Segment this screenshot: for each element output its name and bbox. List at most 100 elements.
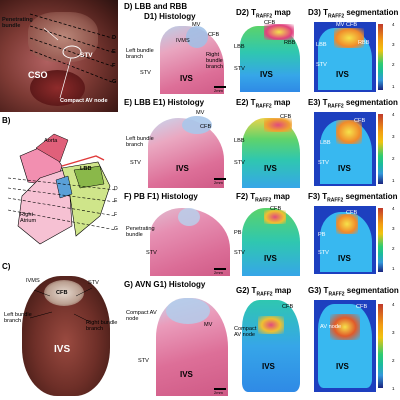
e3-tick-3: 3 [392, 134, 395, 139]
f2-pb: PB [234, 230, 242, 236]
g1-compact-av-node: Compact AV node [126, 310, 157, 322]
g3-segmentation: CFB AV node IVS [306, 296, 386, 396]
g2-map: CFB Compact AV node IVS [234, 296, 304, 396]
f1-histology: Penetrating bundle STV 2mm [126, 202, 232, 276]
e1-mv: MV [196, 110, 205, 116]
e3-title: E3) TRAFF2 segmentation [308, 98, 398, 110]
d1-title: D1) Histology [144, 12, 196, 21]
right-atrium-label: Right Atrium [20, 212, 37, 224]
cut-f-label: F [112, 63, 116, 69]
f3-title: F3) TRAFF2 segmentation [308, 192, 398, 204]
c-ivs-label: IVS [54, 344, 71, 355]
g3-tick-1: 1 [392, 386, 395, 391]
d3-segmentation: MV CFB LBB RBB STV IVS [306, 18, 386, 94]
d3-colorbar [378, 24, 383, 90]
b-cut-d: D [114, 186, 118, 192]
d3-tick-4: 4 [392, 22, 395, 27]
e3-segmentation: CFB LBB STV IVS [306, 108, 386, 188]
g1-histology: Compact AV node MV STV IVS 2mm [126, 292, 232, 398]
f3-tick-1: 1 [392, 266, 395, 271]
g3-colorbar [378, 304, 383, 388]
e1-scale-text: 2mm [214, 180, 223, 185]
d3-stv: STV [316, 62, 327, 68]
e2-ivs: IVS [264, 164, 277, 173]
g1-ivs: IVS [180, 370, 193, 379]
d1-histology: MV CFB IVMS Left bundle branch Right bun… [126, 22, 232, 94]
panel-c-photo: IVMS STV CFB Left bundle branch Right bu… [0, 272, 122, 400]
e3-ivs: IVS [338, 164, 351, 173]
compact-av-node-label: Compact AV node [60, 98, 108, 104]
d1-ivs: IVS [180, 74, 193, 83]
e2-stv: STV [234, 160, 245, 166]
f2-cfb: CFB [270, 206, 282, 212]
b-cut-f: F [114, 212, 118, 218]
g1-scalebar [214, 388, 226, 390]
f3-pb: PB [318, 232, 326, 238]
d1-ivms: IVMS [176, 38, 190, 44]
e1-ivs: IVS [176, 164, 189, 173]
penetrating-bundle-label: Penetrating bundle [2, 17, 33, 29]
g3-tick-2: 2 [392, 358, 395, 363]
g1-stv: STV [138, 358, 149, 364]
e1-stv: STV [130, 160, 141, 166]
d1-scale-text: 2mm [214, 88, 223, 93]
e1-cfb: CFB [200, 124, 212, 130]
e1-left-bundle: Left bundle branch [126, 136, 154, 148]
d3-lbb: LBB [316, 42, 327, 48]
e2-cfb: CFB [280, 114, 292, 120]
row-f-title: F) PB F1) Histology [124, 192, 198, 201]
panel-b-letter: B) [2, 116, 11, 125]
g2-ivs: IVS [262, 362, 275, 371]
e2-title: E2) TRAFF2 map [236, 98, 291, 110]
f1-scalebar [214, 268, 226, 270]
d3-ivs: IVS [336, 70, 349, 79]
e3-tick-4: 4 [392, 112, 395, 117]
d3-title: D3) TRAFF2 segmentation [308, 8, 399, 20]
f3-tick-4: 4 [392, 206, 395, 211]
lbb-label: LBB [80, 166, 92, 172]
e3-colorbar [378, 114, 383, 184]
g3-cfb: CFB [356, 304, 368, 310]
d1-mv: MV [192, 22, 201, 28]
c-stv-label: STV [88, 280, 99, 286]
d2-map: CFB LBB RBB STV IVS [234, 18, 304, 94]
g3-ivs: IVS [336, 362, 349, 371]
e2-map: CFB LBB STV IVS [234, 108, 304, 188]
d3-tick-1: 1 [392, 84, 395, 89]
b-cut-g: G [114, 226, 118, 232]
f3-ivs: IVS [338, 254, 351, 263]
row-g-title: G) AVN G1) Histology [124, 280, 206, 289]
c-right-bundle-label: Right bundle branch [86, 320, 118, 332]
d2-stv: STV [234, 66, 245, 72]
aorta-label: Aorta [44, 138, 58, 144]
d1-scalebar [214, 86, 226, 88]
g3-title: G3) TRAFF2 segmentation [308, 286, 399, 298]
f3-tick-3: 3 [392, 226, 395, 231]
e3-tick-2: 2 [392, 156, 395, 161]
d3-rbb: RBB [358, 40, 370, 46]
row-d-title: D) LBB and RBB [124, 2, 188, 11]
f2-stv: STV [234, 250, 245, 256]
g1-scale-text: 2mm [214, 390, 223, 395]
f3-colorbar [378, 208, 383, 272]
g1-mv: MV [204, 322, 213, 328]
f1-scale-text: 2mm [214, 270, 223, 275]
cut-d-label: D [112, 35, 117, 41]
d1-cfb: CFB [208, 32, 220, 38]
d2-ivs: IVS [260, 70, 273, 79]
g3-av-node: AV node [320, 324, 342, 330]
c-ivms-label: IVMS [26, 278, 40, 284]
g2-cfb: CFB [282, 304, 294, 310]
panel-b-diagram: Aorta LBB Right Atrium D E F G [0, 126, 122, 258]
f3-cfb: CFB [346, 210, 358, 216]
f2-map: CFB PB STV IVS [234, 202, 304, 276]
e3-stv: STV [318, 160, 329, 166]
e2-lbb: LBB [234, 138, 245, 144]
c-cfb-label: CFB [56, 290, 68, 296]
g2-compact-av-node: Compact AV node [234, 326, 257, 338]
b-cut-e: E [114, 198, 118, 204]
d2-title: D2) TRAFF2 map [236, 8, 291, 20]
d1-right-bundle: Right bundle branch [206, 52, 224, 70]
d2-lbb: LBB [234, 44, 245, 50]
e3-lbb: LBB [320, 140, 331, 146]
